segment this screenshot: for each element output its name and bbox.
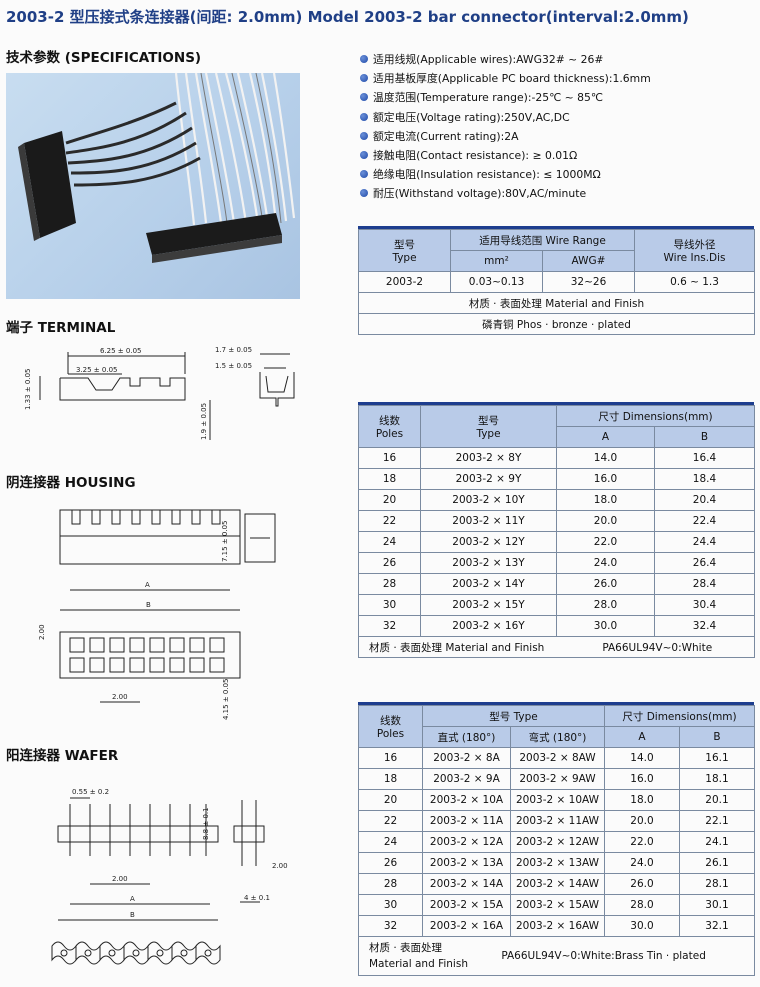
- dim-label: 2.00: [112, 693, 128, 701]
- bullet-icon: [360, 74, 368, 83]
- header-angle: 弯式 (180°): [510, 726, 605, 748]
- dim-label: 0.55 ± 0.2: [72, 788, 109, 796]
- header-straight: 直式 (180°): [422, 726, 511, 748]
- housing-drawing: 7.15 ± 0.05 A B 2.00 2.00 4.15 ± 0.05: [38, 509, 276, 721]
- dim-label: B: [130, 911, 135, 919]
- dim-label: B: [146, 601, 151, 609]
- header-awg: AWG#: [541, 250, 636, 272]
- table-top-bar: [358, 702, 754, 705]
- spec-item: 绝缘电阻(Insulation resistance): ≤ 1000MΩ: [360, 165, 755, 184]
- header-mm2: mm²: [450, 250, 543, 272]
- header-dim: 尺寸 Dimensions(mm): [604, 705, 755, 727]
- dim-label: 1.9 ± 0.05: [200, 403, 208, 440]
- dim-label: 1.33 ± 0.05: [24, 369, 32, 411]
- table-top-bar: [358, 402, 754, 405]
- cable-image: [18, 73, 296, 263]
- spec-item: 温度范围(Temperature range):-25℃ ~ 85℃: [360, 88, 755, 107]
- spec-item: 耐压(Withstand voltage):80V,AC/minute: [360, 184, 755, 203]
- spec-list: 适用线规(Applicable wires):AWG32# ~ 26# 适用基板…: [360, 50, 755, 204]
- dim-label: 6.25 ± 0.05: [100, 347, 142, 355]
- section-terminal: 端子 TERMINAL: [6, 320, 116, 336]
- spec-item: 额定电压(Voltage rating):250V,AC,DC: [360, 108, 755, 127]
- section-specifications: 技术参数 (SPECIFICATIONS): [6, 50, 202, 66]
- header-a: A: [556, 426, 655, 448]
- dim-label: A: [145, 581, 150, 589]
- section-wafer: 阳连接器 WAFER: [6, 748, 119, 764]
- dim-label: 4.15 ± 0.05: [222, 679, 230, 721]
- bullet-icon: [360, 55, 368, 63]
- table-row: 2003-2 0.03~0.13 32~26 0.6 ~ 1.3: [358, 271, 756, 293]
- material-label: 材质 · 表面处理 Material and Finish: [357, 292, 756, 314]
- spec-item: 额定电流(Current rating):2A: [360, 127, 755, 146]
- header-type: 型号 Type: [422, 705, 605, 727]
- page-title: 2003-2 型压接式条连接器(间距: 2.0mm) Model 2003-2 …: [6, 8, 689, 26]
- dim-label: 1.7 ± 0.05: [215, 346, 252, 354]
- table-top-bar: [358, 226, 754, 229]
- dim-label: 2.00: [112, 875, 128, 883]
- bullet-icon: [360, 150, 368, 159]
- header-b: B: [654, 426, 755, 448]
- bullet-icon: [360, 189, 368, 198]
- dim-label: 8.8 ± 0.1: [202, 807, 210, 840]
- dim-label: 4 ± 0.1: [244, 894, 270, 902]
- material-value: 磷青铜 Phos · bronze · plated: [357, 313, 756, 335]
- wafer-drawing: 0.55 ± 0.2 8.8 ± 0.1 2.00 A B 2.00 4 ± 0…: [51, 788, 288, 965]
- dim-label: 2.00: [38, 624, 46, 640]
- header-range: 适用导线范围 Wire Range: [449, 229, 636, 251]
- spec-item: 适用基板厚度(Applicable PC board thickness):1.…: [360, 69, 755, 88]
- bullet-icon: [360, 112, 368, 121]
- dim-label: 1.5 ± 0.05: [215, 362, 252, 370]
- header-b: B: [679, 726, 755, 748]
- header-dim: 尺寸 Dimensions(mm): [556, 405, 755, 427]
- terminal-drawing: 6.25 ± 0.05 3.25 ± 0.05 1.33 ± 0.05 1.9 …: [24, 346, 295, 440]
- bullet-icon: [360, 131, 368, 140]
- dim-label: A: [130, 895, 135, 903]
- dim-label: 2.00: [272, 862, 288, 870]
- section-housing: 阴连接器 HOUSING: [6, 475, 136, 491]
- spec-item: 适用线规(Applicable wires):AWG32# ~ 26#: [360, 50, 755, 69]
- bullet-icon: [360, 93, 368, 102]
- connector-photo: [6, 73, 300, 299]
- header-a: A: [604, 726, 680, 748]
- dim-label: 3.25 ± 0.05: [76, 366, 118, 374]
- dim-label: 7.15 ± 0.05: [221, 521, 229, 563]
- bullet-icon: [360, 170, 368, 179]
- spec-item: 接触电阻(Contact resistance): ≥ 0.01Ω: [360, 146, 755, 165]
